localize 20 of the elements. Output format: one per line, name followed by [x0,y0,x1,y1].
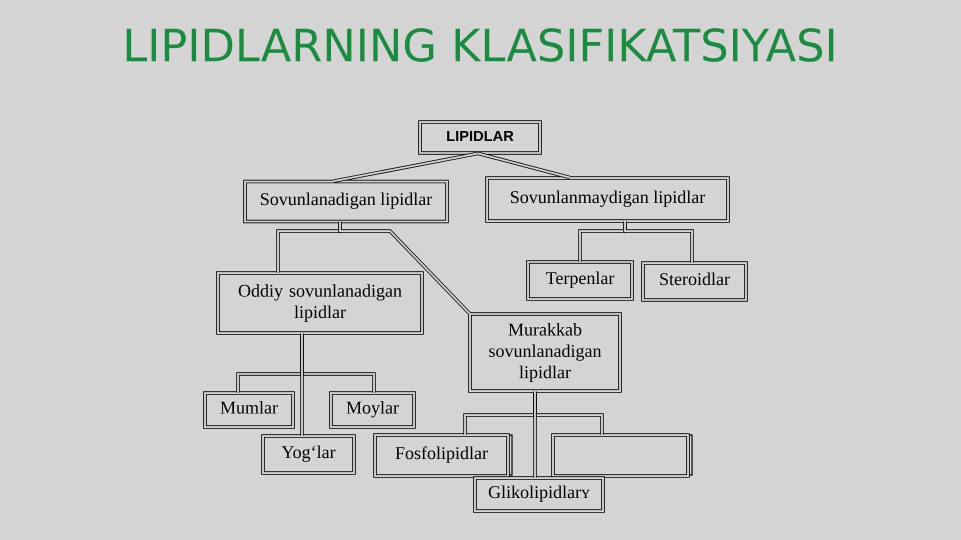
category-box: Terpenlar [526,260,634,301]
connector-line [623,221,694,263]
connector-line [478,152,570,180]
category-box: Mumlar [203,391,295,429]
category-box: Oddiy sovunlanadigan lipidlar [216,271,424,335]
connector-line [334,152,478,183]
title: LIPIDLARNING KLASIFIKATSIYASI [126,28,834,62]
connector-line [533,391,537,478]
empty-box [551,433,693,478]
connector-line [338,222,471,315]
category-box: Fosfolipidlar [373,433,513,478]
category-box: Glikolipidlarʏ [473,476,605,513]
category-box: LIPIDLAR [418,120,542,155]
connector-line [300,333,304,436]
category-box: Moylar [329,391,416,429]
category-box: Sovunlanmaydigan lipidlar [485,176,730,223]
category-box: Murakkab sovunlanadigan lipidlar [468,312,622,393]
category-box: Steroidlar [641,261,748,302]
category-box: Sovunlanadigan lipidlar [243,180,449,224]
category-box: Yog‘lar [261,434,356,475]
